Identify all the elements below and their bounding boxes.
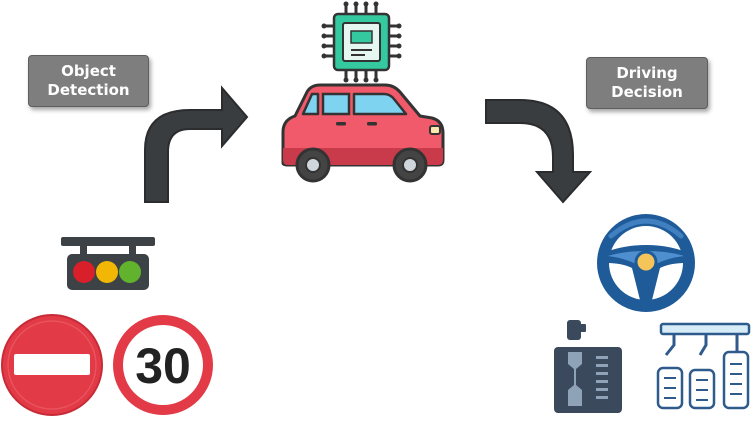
- pedals-icon: [656, 322, 751, 410]
- object-detection-label-line-1: Object: [61, 62, 116, 80]
- steering-wheel-icon: [597, 214, 695, 312]
- object-detection-label-line-2: Detection: [47, 81, 130, 99]
- no-entry-sign-icon: [1, 314, 103, 416]
- gear-shifter-icon: [554, 320, 622, 413]
- cpu-chip-icon: [321, 1, 402, 83]
- driving-decision-label-line-1: Driving: [616, 64, 678, 82]
- traffic-light-icon: [61, 237, 155, 290]
- curved-arrow-icon: [485, 99, 593, 204]
- car-icon: [281, 83, 445, 183]
- driving-decision-label: Driving Decision: [586, 57, 708, 109]
- speed-limit-sign-icon: [113, 315, 213, 415]
- object-detection-label: Object Detection: [28, 55, 149, 107]
- driving-decision-label-line-2: Decision: [611, 83, 683, 101]
- speed-limit-value: 30: [135, 338, 191, 394]
- curved-arrow-icon: [144, 85, 249, 203]
